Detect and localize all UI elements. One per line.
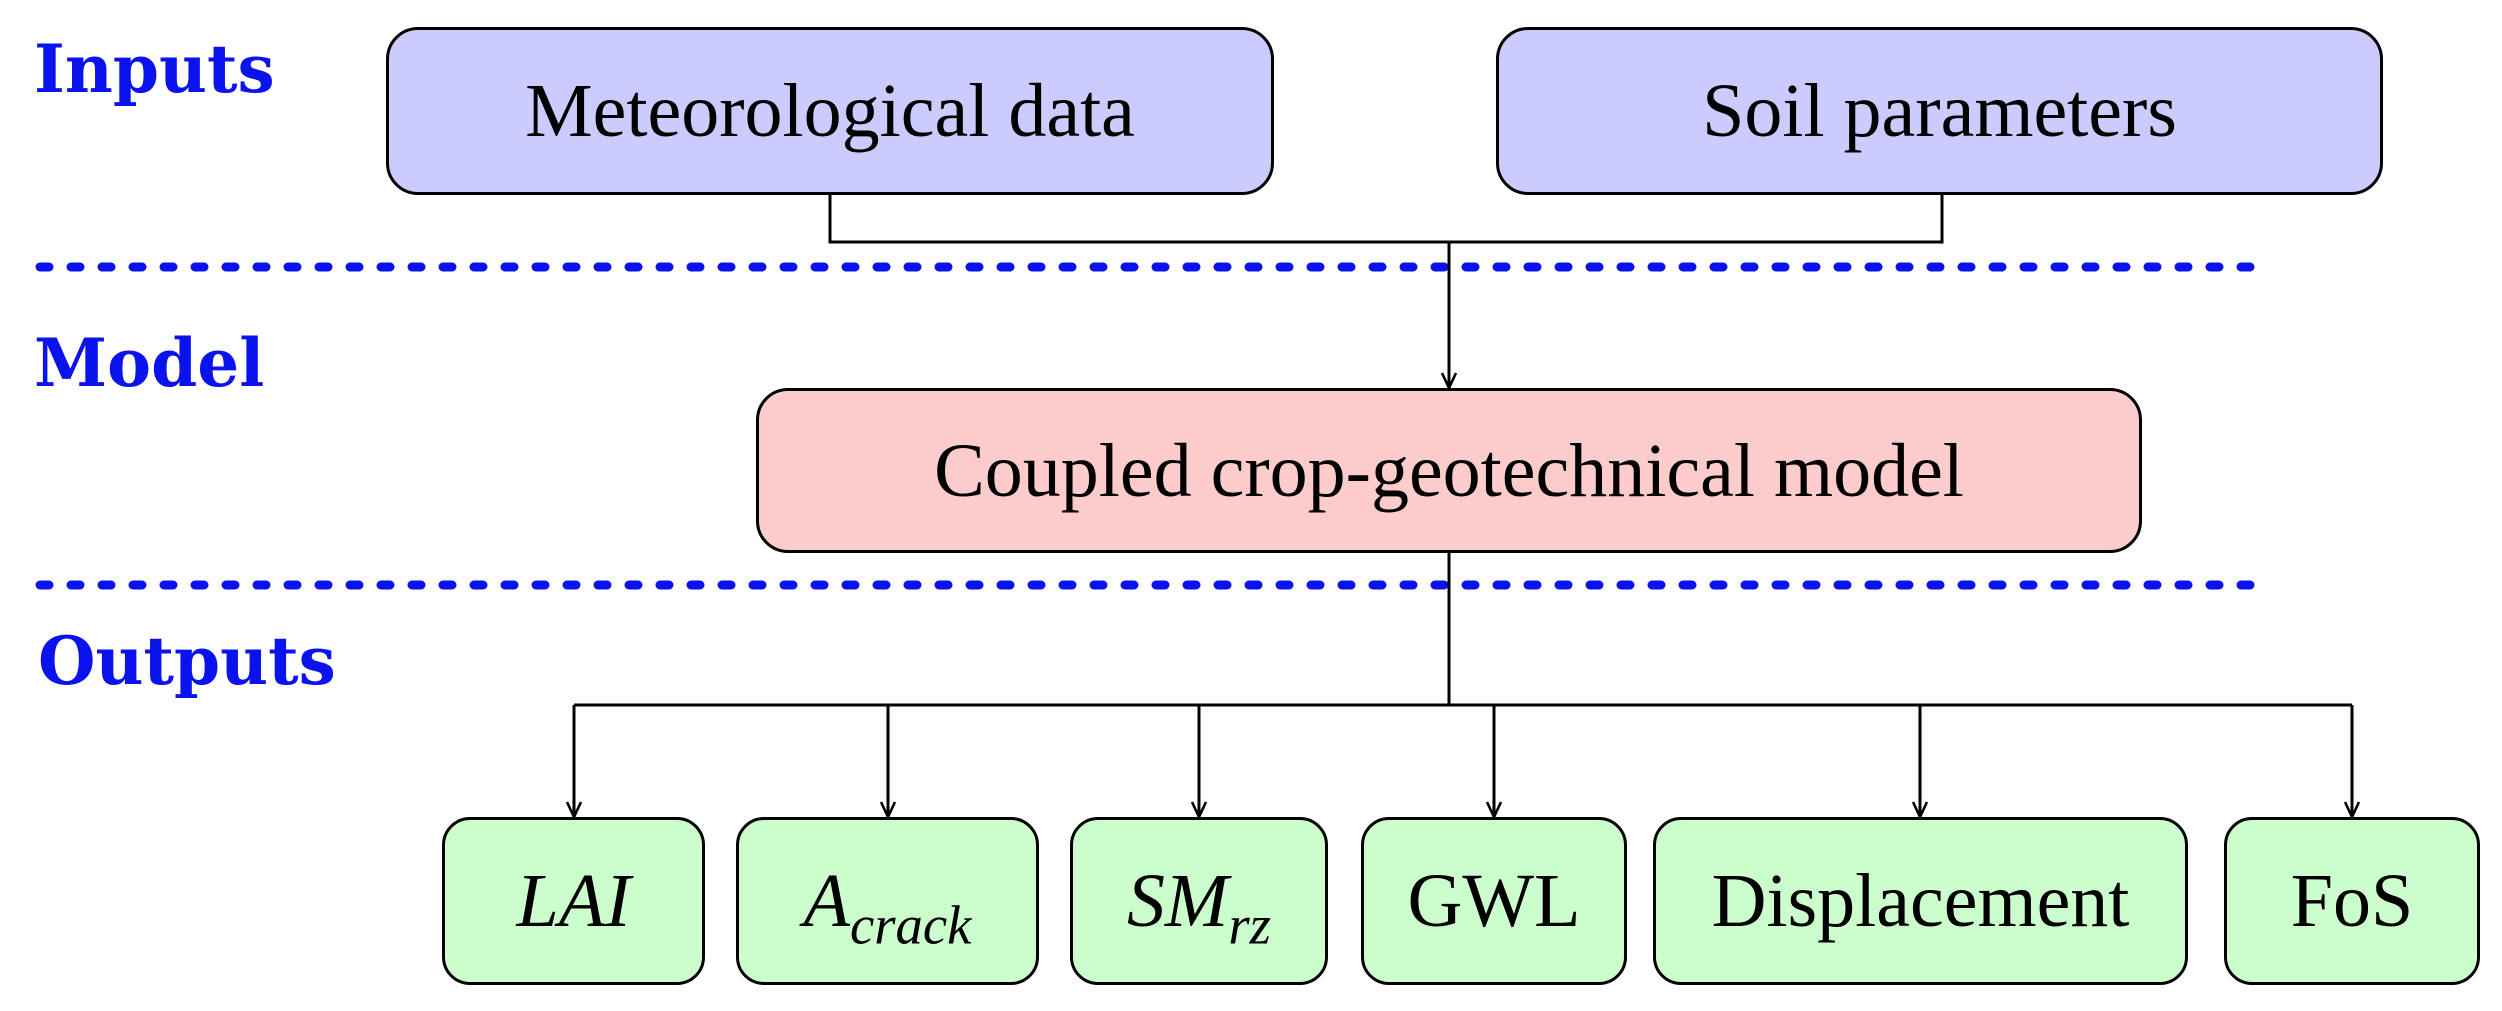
output-smrz-symbol: SMrz <box>1127 863 1271 952</box>
output-smrz-main: SM <box>1127 859 1229 943</box>
output-acrack-main: A <box>803 859 850 943</box>
output-lai-symbol: LAI <box>516 859 631 943</box>
section-label-model: Model <box>34 324 265 402</box>
model-box: Coupled crop-geotechnical model <box>756 388 2142 553</box>
input-soil-parameters: Soil parameters <box>1496 27 2383 195</box>
connector-inputs-merge <box>828 195 1944 244</box>
output-acrack: Acrack <box>736 817 1039 985</box>
section-label-inputs: Inputs <box>34 30 275 108</box>
output-acrack-subscript: crack <box>849 894 972 956</box>
output-acrack-symbol: Acrack <box>804 863 972 952</box>
output-fos: FoS <box>2224 817 2480 985</box>
output-lai: LAI <box>442 817 705 985</box>
output-smrz: SMrz <box>1070 817 1328 985</box>
input-meteorological-data: Meteorological data <box>386 27 1274 195</box>
output-gwl: GWL <box>1361 817 1627 985</box>
output-smrz-subscript: rz <box>1228 894 1271 956</box>
section-label-outputs: Outputs <box>38 622 336 700</box>
output-displacement: Displacement <box>1653 817 2188 985</box>
